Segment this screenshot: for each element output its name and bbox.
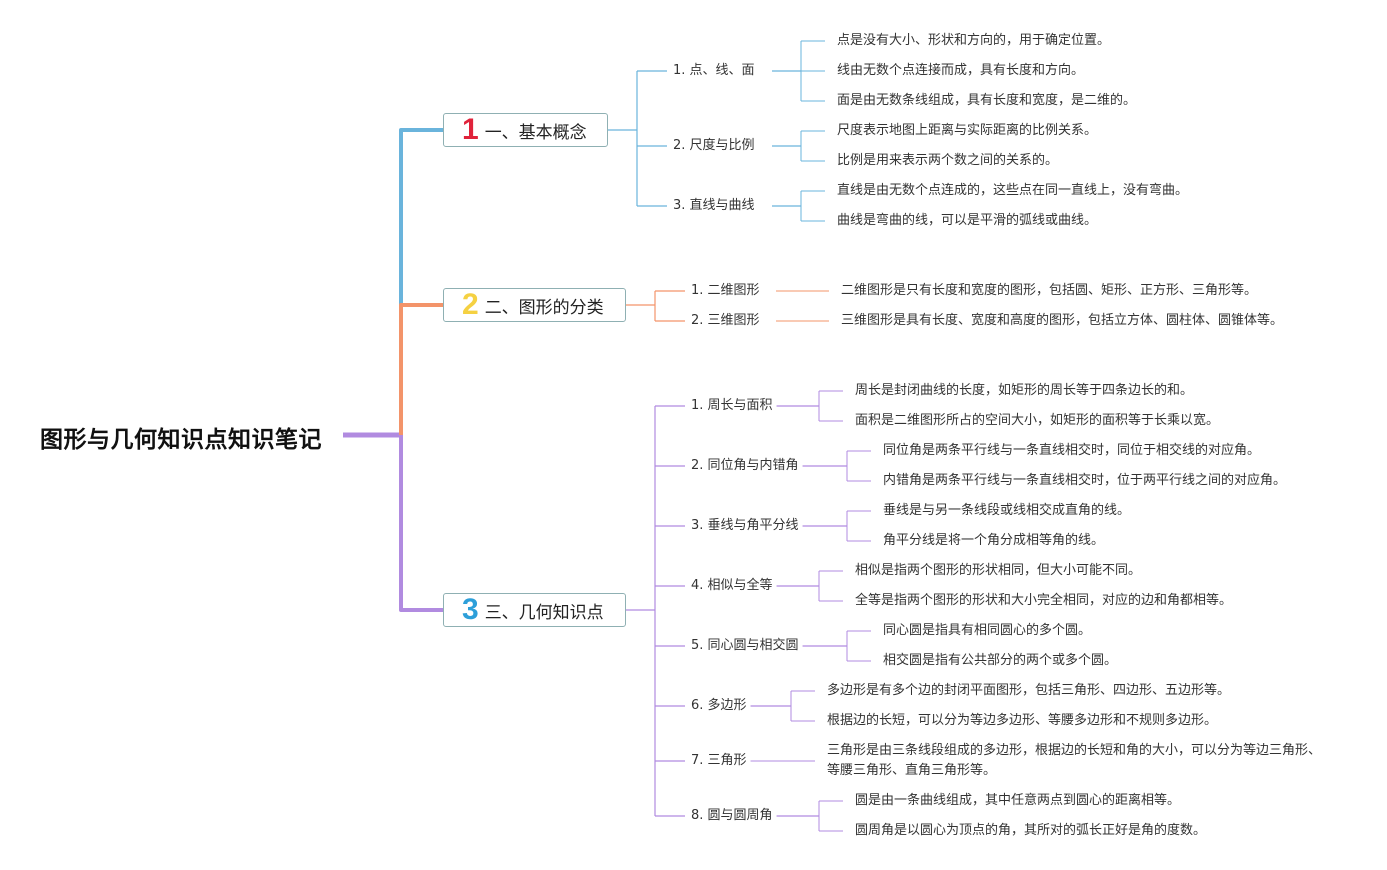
- root-title: 图形与几何知识点知识笔记: [40, 427, 322, 453]
- sub-node[interactable]: 8. 圆与圆周角: [691, 808, 773, 823]
- branch-connector-3: [399, 435, 443, 612]
- main-node-label: 三、几何知识点: [484, 602, 604, 623]
- leaf-note: 垂线是与另一条线段或线相交成直角的线。: [883, 503, 1131, 518]
- leaf-note: 全等是指两个图形的形状和大小完全相同，对应的边和角都相等。: [855, 593, 1233, 608]
- branch-number-1: 1: [462, 113, 479, 146]
- leaf-note: 内错角是两条平行线与一条直线相交时，位于两平行线之间的对应角。: [883, 473, 1287, 488]
- main-node-label: 二、图形的分类: [484, 297, 604, 318]
- branch-connector-1: [399, 128, 443, 435]
- sub-node[interactable]: 5. 同心圆与相交圆: [691, 638, 799, 653]
- leaf-note: 角平分线是将一个角分成相等角的线。: [883, 533, 1105, 548]
- leaf-note: 尺度表示地图上距离与实际距离的比例关系。: [837, 123, 1098, 138]
- leaf-note: 圆周角是以圆心为顶点的角，其所对的弧长正好是角的度数。: [855, 823, 1207, 838]
- leaf-note: 根据边的长短，可以分为等边多边形、等腰多边形和不规则多边形。: [827, 713, 1218, 728]
- leaf-note: 线由无数个点连接而成，具有长度和方向。: [837, 63, 1085, 78]
- leaf-note: 比例是用来表示两个数之间的关系的。: [837, 153, 1059, 168]
- leaf-note: 面积是二维图形所占的空间大小，如矩形的面积等于长乘以宽。: [855, 413, 1220, 428]
- branch-connector-2: [399, 303, 443, 435]
- branch-number-2: 2: [462, 288, 479, 321]
- sub-node[interactable]: 1. 周长与面积: [691, 398, 773, 413]
- sub-node[interactable]: 3. 直线与曲线: [673, 198, 755, 213]
- sub-node[interactable]: 4. 相似与全等: [691, 578, 773, 593]
- sub-node[interactable]: 1. 二维图形: [691, 283, 760, 298]
- leaf-note: 圆是由一条曲线组成，其中任意两点到圆心的距离相等。: [855, 793, 1181, 808]
- leaf-note: 点是没有大小、形状和方向的，用于确定位置。: [837, 33, 1111, 48]
- sub-node[interactable]: 2. 三维图形: [691, 313, 760, 328]
- leaf-note: 三角形是由三条线段组成的多边形，根据边的长短和角的大小，可以分为等边三角形、等腰…: [827, 743, 1322, 778]
- leaf-note: 多边形是有多个边的封闭平面图形，包括三角形、四边形、五边形等。: [827, 683, 1231, 698]
- leaf-note: 面是由无数条线组成，具有长度和宽度，是二维的。: [837, 93, 1137, 108]
- sub-node[interactable]: 7. 三角形: [691, 753, 747, 768]
- sub-node[interactable]: 2. 尺度与比例: [673, 138, 755, 153]
- leaf-note: 曲线是弯曲的线，可以是平滑的弧线或曲线。: [837, 213, 1098, 228]
- branch-number-3: 3: [462, 593, 479, 626]
- sub-node[interactable]: 6. 多边形: [691, 698, 747, 713]
- leaf-note: 二维图形是只有长度和宽度的图形，包括圆、矩形、正方形、三角形等。: [841, 283, 1258, 298]
- sub-node[interactable]: 2. 同位角与内错角: [691, 458, 799, 473]
- leaf-note: 三维图形是具有长度、宽度和高度的图形，包括立方体、圆柱体、圆锥体等。: [841, 313, 1284, 328]
- sub-node[interactable]: 3. 垂线与角平分线: [691, 518, 799, 533]
- sub-node[interactable]: 1. 点、线、面: [673, 63, 755, 78]
- leaf-note: 直线是由无数个点连成的，这些点在同一直线上，没有弯曲。: [837, 183, 1189, 198]
- leaf-note: 相交圆是指有公共部分的两个或多个圆。: [883, 653, 1118, 668]
- leaf-note: 周长是封闭曲线的长度，如矩形的周长等于四条边长的和。: [855, 383, 1194, 398]
- leaf-note: 同心圆是指具有相同圆心的多个圆。: [883, 623, 1092, 638]
- leaf-note: 同位角是两条平行线与一条直线相交时，同位于相交线的对应角。: [883, 443, 1261, 458]
- main-node-label: 一、基本概念: [484, 122, 587, 143]
- leaf-note: 相似是指两个图形的形状相同，但大小可能不同。: [855, 563, 1142, 578]
